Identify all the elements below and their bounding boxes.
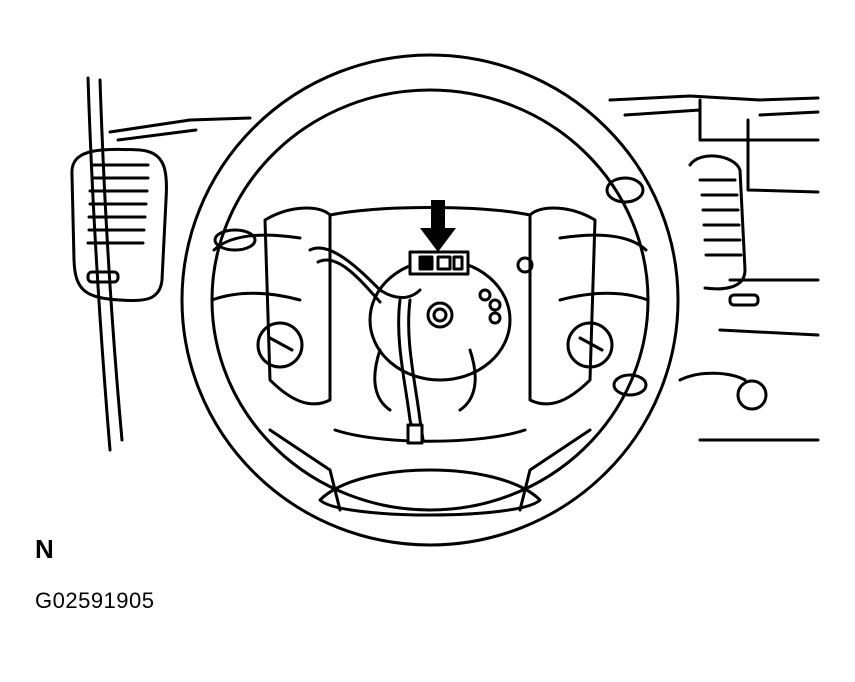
spoke-round-buttons xyxy=(213,176,648,397)
left-air-vent xyxy=(70,147,168,303)
steering-wheel-illustration xyxy=(70,53,820,547)
down-arrow-icon xyxy=(420,200,456,252)
dashboard xyxy=(86,76,820,452)
airbag-connector xyxy=(408,250,470,276)
combination-switch-lever xyxy=(678,371,768,411)
view-letter-label: N xyxy=(35,534,54,564)
spiral-cable-hub xyxy=(308,246,534,445)
right-air-vent xyxy=(688,154,760,307)
figure-id-label: G02591905 xyxy=(35,588,155,613)
steering-wheel-spokes xyxy=(210,233,650,517)
steering-switch-housings xyxy=(263,206,597,443)
